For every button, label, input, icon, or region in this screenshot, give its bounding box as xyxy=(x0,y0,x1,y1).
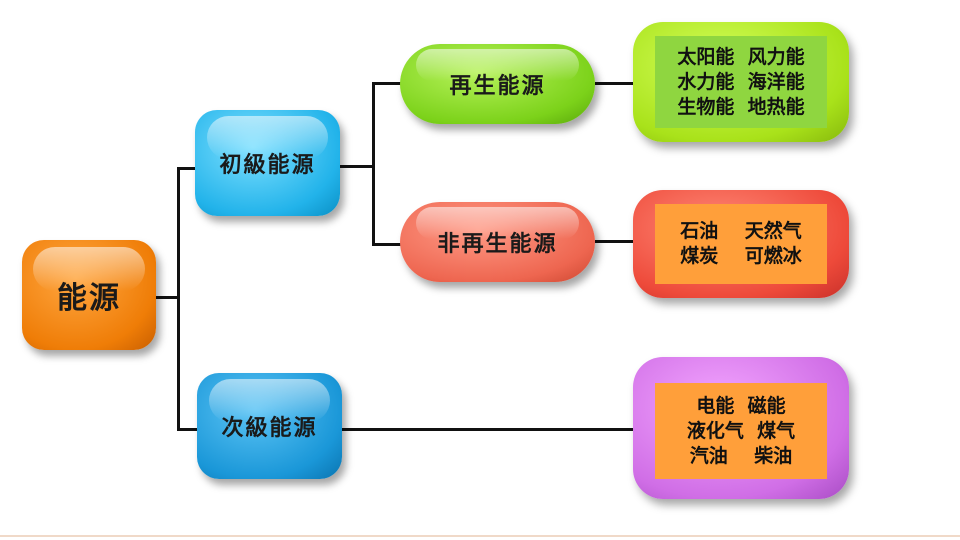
list-item: 太阳能 风力能 xyxy=(677,45,805,68)
secondary-node-label: 次級能源 xyxy=(221,415,318,441)
connector-renewable-box xyxy=(595,82,635,85)
connector-root-stem xyxy=(156,296,178,299)
connector-secondary-box xyxy=(342,428,635,431)
list-item: 煤炭 可燃冰 xyxy=(680,245,802,267)
nonrenewable-node-label: 非再生能源 xyxy=(437,231,558,257)
nonrenewable-examples-list: 石油 天然气 煤炭 可燃冰 xyxy=(655,204,827,284)
node-secondary-energy: 次級能源 xyxy=(197,373,342,479)
renewable-examples-list: 太阳能 风力能 水力能 海洋能 生物能 地热能 xyxy=(655,36,827,128)
connector-primary-stem xyxy=(340,165,373,168)
connector-primary-vertical xyxy=(372,82,375,246)
connector-to-renewable xyxy=(372,82,402,85)
list-item: 水力能 海洋能 xyxy=(677,70,805,93)
connector-nonrenewable-box xyxy=(595,240,635,243)
node-nonrenewable-energy: 非再生能源 xyxy=(400,202,595,282)
renewable-examples-box: 太阳能 风力能 水力能 海洋能 生物能 地热能 xyxy=(633,22,849,142)
primary-node-label: 初級能源 xyxy=(219,152,316,178)
connector-to-secondary xyxy=(177,428,199,431)
list-item: 石油 天然气 xyxy=(680,220,802,242)
root-node-energy: 能源 xyxy=(22,240,156,350)
secondary-examples-list: 电能 磁能 液化气 煤气 汽油 柴油 xyxy=(655,383,827,479)
renewable-node-label: 再生能源 xyxy=(449,73,546,99)
connector-root-vertical xyxy=(177,168,180,430)
node-primary-energy: 初級能源 xyxy=(195,110,340,216)
list-item: 生物能 地热能 xyxy=(677,95,805,118)
node-renewable-energy: 再生能源 xyxy=(400,44,595,124)
connector-to-primary xyxy=(177,167,197,170)
root-node-label: 能源 xyxy=(57,281,121,316)
list-item: 电能 磁能 xyxy=(696,394,786,417)
secondary-examples-box: 电能 磁能 液化气 煤气 汽油 柴油 xyxy=(633,357,849,499)
list-item: 汽油 柴油 xyxy=(689,444,793,467)
nonrenewable-examples-box: 石油 天然气 煤炭 可燃冰 xyxy=(633,190,849,298)
bottom-divider xyxy=(0,535,960,537)
list-item: 液化气 煤气 xyxy=(686,419,796,442)
connector-to-nonrenewable xyxy=(372,243,402,246)
